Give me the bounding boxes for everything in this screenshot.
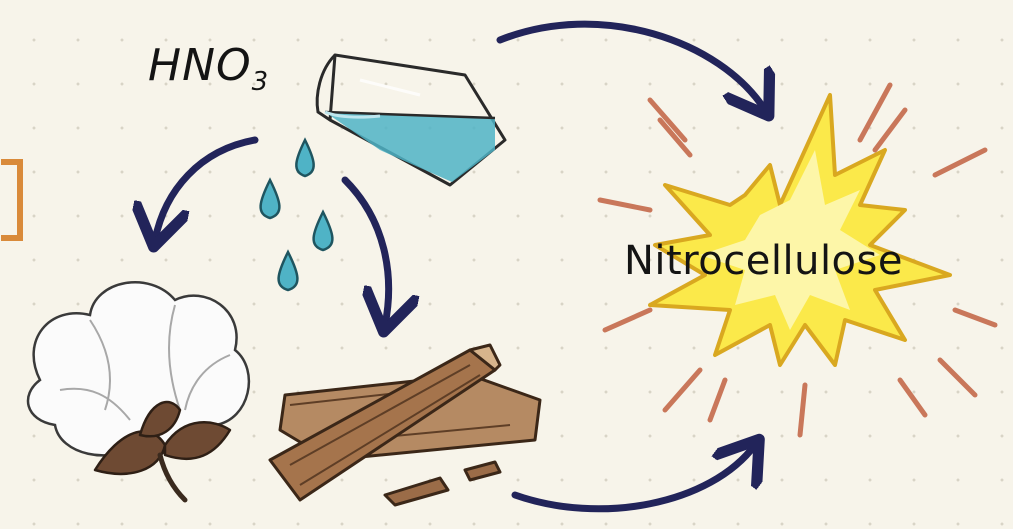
arrow-acid-to-wood — [341, 176, 389, 325]
explosion-burst-icon — [648, 93, 952, 367]
reagent-formula-subscript: 3 — [251, 67, 270, 97]
bracket-fragment — [1, 159, 23, 241]
burst-rays — [597, 82, 998, 438]
beaker-icon — [315, 53, 507, 187]
cotton-boll-icon — [26, 281, 251, 503]
reaction-arrows — [155, 20, 765, 513]
reagent-formula-base: HNO — [148, 40, 252, 91]
arrow-beaker-to-product — [496, 20, 765, 110]
wood-log-icon — [268, 343, 542, 507]
reagent-formula-label: HNO3 — [148, 40, 269, 97]
acid-drop-icon — [259, 137, 334, 292]
arrow-acid-to-cotton — [155, 136, 259, 240]
arrow-wood-to-product — [511, 445, 755, 513]
product-label: Nitrocellulose — [624, 238, 903, 284]
